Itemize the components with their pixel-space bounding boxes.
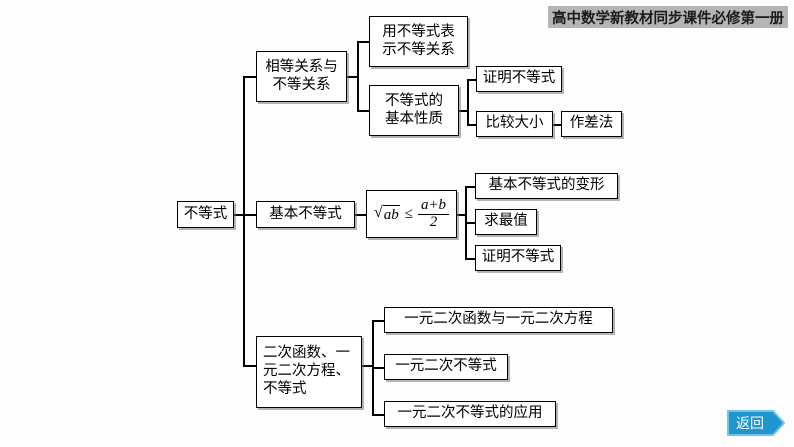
node-quadratic-inequality-application[interactable]: 一元二次不等式的应用	[384, 401, 556, 427]
connector-b1c2-out	[459, 110, 468, 112]
connector-b3-to-c1	[372, 320, 384, 322]
formula-fraction: a+b 2	[417, 197, 450, 231]
connector-b1-spine	[357, 41, 359, 111]
connector-trunk-to-branch1	[243, 76, 256, 78]
radical-sign-icon: √	[373, 203, 383, 221]
node-quadratic-function-and-equation[interactable]: 一元二次函数与一元二次方程	[384, 307, 613, 333]
node-express-inequality-relation[interactable]: 用不等式表 示不等关系	[369, 16, 468, 67]
node-basic-inequality-variants[interactable]: 基本不等式的变形	[475, 173, 618, 199]
return-button-shape	[727, 410, 785, 436]
connector-formula-out	[457, 214, 466, 216]
connector-b1-out	[347, 76, 358, 78]
connector-b3-out	[362, 365, 373, 367]
radical-group: √ ab	[374, 204, 400, 224]
connector-g2-to-h1	[553, 124, 561, 126]
node-compare-size[interactable]: 比较大小	[476, 111, 553, 137]
header-banner: 高中数学新教材同步课件必修第一册	[548, 6, 788, 28]
node-prove-inequality-2[interactable]: 证明不等式	[475, 245, 561, 271]
formula-relation: ≤	[404, 205, 413, 222]
node-branch-equal-unequal-relations[interactable]: 相等关系与 不等关系	[256, 51, 347, 102]
return-button[interactable]: 返回	[727, 410, 785, 436]
header-title: 高中数学新教材同步课件必修第一册	[552, 10, 784, 27]
connector-formula-to-g1	[465, 186, 475, 188]
node-branch-quadratic[interactable]: 二次函数、一 元二次方程、 不等式	[256, 336, 362, 408]
connector-b1c2-to-g2	[467, 124, 476, 126]
connector-b1c2-to-g1	[467, 79, 476, 81]
formula-numerator: a+b	[417, 197, 450, 215]
formula-denominator: 2	[429, 213, 438, 230]
node-prove-inequality-1[interactable]: 证明不等式	[476, 66, 562, 92]
connector-b2-to-formula	[355, 214, 366, 216]
node-root-inequality[interactable]: 不等式	[177, 201, 234, 228]
connector-trunk-to-branch3	[243, 365, 256, 367]
node-basic-inequality-formula[interactable]: √ ab ≤ a+b 2	[366, 190, 457, 238]
node-difference-method[interactable]: 作差法	[561, 111, 622, 137]
node-basic-properties-of-inequality[interactable]: 不等式的 基本性质	[369, 85, 459, 136]
node-find-extremum[interactable]: 求最值	[475, 209, 537, 235]
formula-amgm: √ ab ≤ a+b 2	[374, 197, 450, 231]
connector-b3-to-c3	[372, 414, 384, 416]
connector-main-trunk	[243, 76, 245, 366]
connector-b1c2-spine	[467, 79, 469, 125]
connector-formula-to-g2	[465, 222, 475, 224]
connector-b1-to-c2	[357, 110, 369, 112]
connector-trunk-to-branch2	[243, 214, 256, 216]
connector-b3-to-c2	[372, 367, 384, 369]
node-quadratic-inequality[interactable]: 一元二次不等式	[384, 354, 508, 380]
connector-root-to-trunk	[234, 214, 244, 216]
connector-b1-to-c1	[357, 41, 369, 43]
node-branch-basic-inequality[interactable]: 基本不等式	[256, 201, 355, 228]
connector-formula-to-g3	[465, 258, 475, 260]
formula-radicand: ab	[382, 204, 400, 223]
